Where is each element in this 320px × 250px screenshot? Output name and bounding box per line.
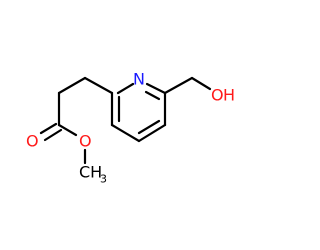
bond-ch2-ch2 — [57, 76, 87, 95]
atom-carbonyl-oxygen: O — [26, 132, 39, 151]
bond-c-o-double-a — [39, 122, 58, 135]
bond-c4-c3 — [110, 123, 141, 143]
atom-methyl-carbon: CH — [79, 163, 102, 182]
bond-c5-c4 — [137, 123, 167, 143]
atom-nitrogen: N — [133, 70, 145, 89]
bond-c2-n — [116, 82, 135, 95]
atom-hydroxyl-oxygen: O — [211, 86, 224, 105]
bond-c2-ch2 — [83, 76, 114, 95]
bond-c-o-double-b — [43, 128, 63, 142]
bond-c6-ch2 — [163, 76, 194, 95]
atom-ester-oxygen: O — [79, 132, 92, 151]
atom-hydroxyl-hydrogen: H — [223, 86, 235, 105]
bond-ch2-oh — [190, 76, 212, 91]
atom-labels: N O H O O CH 3 — [26, 70, 235, 186]
structural-formula: N O H O O CH 3 — [26, 70, 235, 186]
bond-layer — [39, 76, 212, 165]
bond-n-c6 — [145, 82, 167, 95]
atom-methyl-subscript: 3 — [100, 173, 107, 186]
bond-c-o-ester — [57, 123, 78, 137]
bond-n-c6-inner — [144, 90, 161, 101]
bond-c5-c4-inner — [137, 119, 161, 135]
